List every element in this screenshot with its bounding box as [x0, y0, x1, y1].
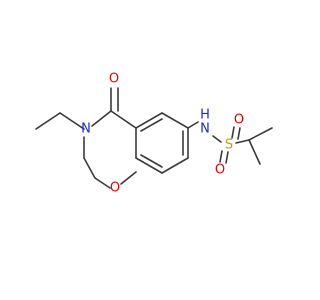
- atom-o-sulfonyl-bottom: O: [215, 163, 225, 178]
- bond-ar-inner-1: [140, 118, 163, 132]
- atom-o-ring: O: [110, 181, 120, 196]
- bond-ar-1: [135, 112, 163, 129]
- bond-ar-4: [161, 157, 189, 174]
- bond-ar-2: [161, 112, 189, 129]
- bond-s-o-top-2: [237, 127, 241, 140]
- structure-diagram: O N O H N S O O: [35, 72, 273, 196]
- atom-s: S: [225, 138, 233, 153]
- bond-carbonyl-aryl: [110, 110, 137, 129]
- atom-n-amide: N: [200, 122, 210, 137]
- bond-s-o-bot-2: [225, 151, 229, 164]
- bond-ar-inner-3: [140, 154, 163, 168]
- bonds: [35, 87, 273, 189]
- bond-s-o-bot-1: [219, 150, 223, 163]
- bond-aryl-nh: [187, 121, 199, 129]
- bond-ch2-o: [94, 177, 111, 189]
- bond-ch-me2: [248, 139, 261, 165]
- bond-n-s: [212, 135, 222, 143]
- bond-s-o-top-1: [231, 126, 235, 139]
- molecule-canvas: O N O H N S O O: [35, 71, 273, 196]
- bond-ch-me1: [248, 127, 273, 141]
- atom-h-amide: H: [200, 108, 210, 123]
- atom-o-carbonyl: O: [109, 72, 119, 87]
- bond-ethyl-ch3: [35, 112, 61, 130]
- atom-labels: O N O H N S O O: [81, 72, 244, 196]
- bond-n-carbonyl: [91, 110, 112, 127]
- bond-ethyl-ch2: [59, 112, 85, 130]
- bond-ch2-ch2: [83, 157, 96, 179]
- bond-s-ch: [235, 139, 250, 144]
- atom-n-ring: N: [81, 122, 91, 137]
- bond-o-aryl: [120, 171, 137, 185]
- bond-ar-5: [135, 157, 163, 174]
- atom-o-sulfonyl-top: O: [234, 113, 244, 128]
